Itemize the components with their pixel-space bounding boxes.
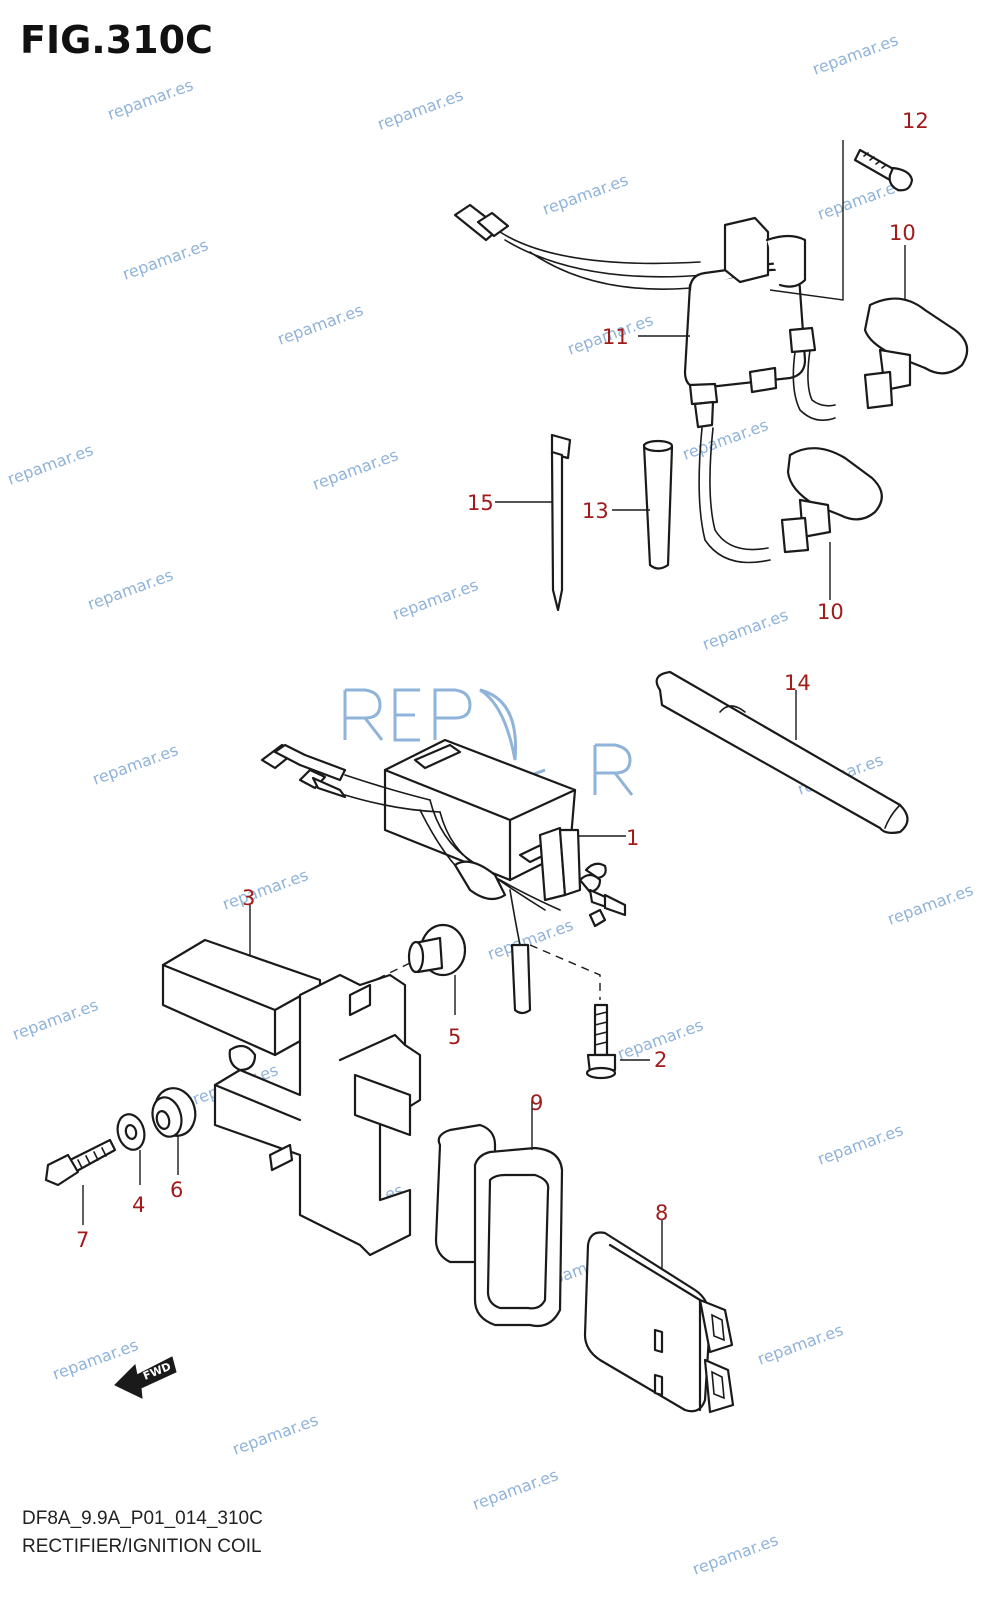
callout-14: 14 [784, 671, 811, 695]
watermark: repamar.es [220, 865, 311, 914]
watermark: repamar.es [90, 740, 181, 789]
watermark: repamar.es [310, 445, 401, 494]
rectifier [260, 738, 627, 1015]
watermark: repamar.es [540, 170, 631, 219]
tube-14 [655, 670, 909, 834]
callout-10-upper: 10 [889, 221, 916, 245]
watermark: repamar.es [700, 605, 791, 654]
grommet-5 [374, 923, 467, 1015]
callout-5: 5 [448, 1025, 461, 1049]
watermark: repamar.es [815, 1120, 906, 1169]
bolt-12 [769, 140, 914, 301]
callout-11: 11 [602, 325, 629, 349]
watermark: repamar.es [680, 415, 771, 464]
grommet-6 [151, 1087, 197, 1175]
callout-4: 4 [132, 1193, 145, 1217]
watermark: repamar.es [105, 75, 196, 124]
module-9 [434, 1100, 564, 1328]
watermark: repamar.es [470, 1465, 561, 1514]
watermark: repamar.es [755, 1320, 846, 1369]
callout-layer: 12 10 11 15 13 10 14 1 3 5 2 9 4 6 7 8 [76, 109, 929, 1252]
cdi-unit-8 [583, 1220, 735, 1414]
watermark: repamar.es [810, 30, 901, 79]
watermark: repamar.es [390, 575, 481, 624]
figure-code: DF8A_9.9A_P01_014_310C [22, 1508, 263, 1529]
cable-tie-15 [495, 433, 572, 612]
washer-4 [116, 1113, 146, 1185]
tube-13 [612, 439, 674, 570]
watermark: repamar.es [85, 565, 176, 614]
callout-8: 8 [655, 1201, 668, 1225]
bracket-3 [161, 905, 422, 1257]
callout-6: 6 [170, 1178, 183, 1202]
figure-name: RECTIFIER/IGNITION COIL [22, 1536, 262, 1557]
watermark: repamar.es [120, 235, 211, 284]
callout-2: 2 [654, 1048, 667, 1072]
callout-1: 1 [626, 826, 639, 850]
callout-12: 12 [902, 109, 929, 133]
watermark: repamar.es [485, 915, 576, 964]
bolt-7 [44, 1138, 117, 1225]
ignition-coil [453, 203, 836, 564]
bolt-2 [585, 1003, 650, 1080]
figure-title: FIG.310C [20, 18, 213, 62]
callout-9: 9 [530, 1091, 543, 1115]
plug-cap-lower [780, 447, 883, 554]
watermark: repamar.es [885, 880, 976, 929]
watermark: repamar.es [375, 85, 466, 134]
callout-15: 15 [467, 491, 494, 515]
callout-10-lower: 10 [817, 600, 844, 624]
callout-13: 13 [582, 499, 609, 523]
fwd-arrow: FWD [114, 1356, 177, 1399]
watermark: repamar.es [690, 1530, 781, 1579]
leader-12 [769, 140, 844, 301]
watermark: repamar.es [10, 995, 101, 1044]
watermark: repamar.es [275, 300, 366, 349]
callout-7: 7 [76, 1228, 89, 1252]
watermark: repamar.es [230, 1410, 321, 1459]
callout-3: 3 [242, 886, 255, 910]
watermark: repamar.es [5, 440, 96, 489]
plug-cap-upper [863, 297, 969, 410]
